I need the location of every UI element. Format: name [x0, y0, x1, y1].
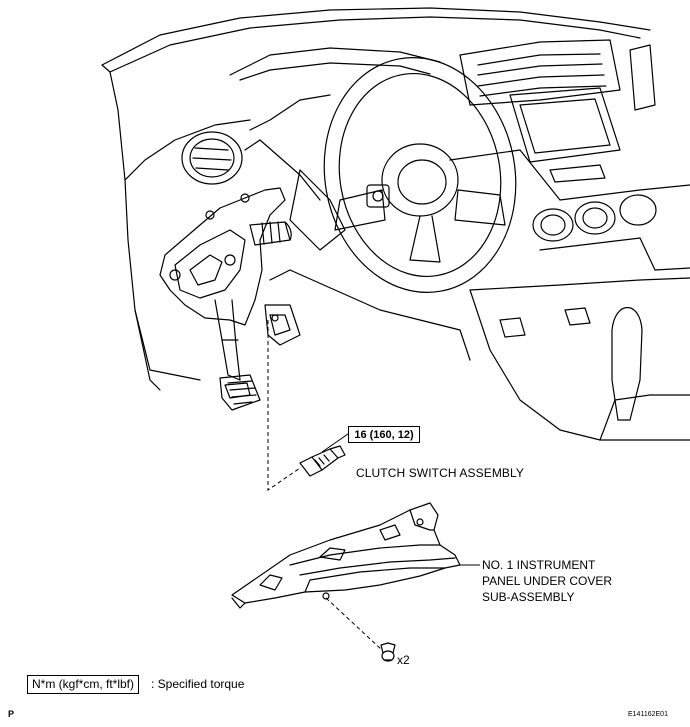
instrument-panel-line-1: NO. 1 INSTRUMENT: [482, 558, 596, 572]
steering-switch: [366, 184, 390, 208]
instrument-panel-label: NO. 1 INSTRUMENT PANEL UNDER COVER SUB-A…: [482, 557, 612, 605]
figure-id: E141162E01: [628, 711, 668, 718]
quantity-label: x2: [397, 653, 410, 667]
instrument-panel-line-3: SUB-ASSEMBLY: [482, 590, 575, 604]
dashboard-outline: [101, 7, 651, 66]
steering-hub: [381, 143, 459, 217]
clutch-switch-label: CLUTCH SWITCH ASSEMBLY: [356, 466, 525, 480]
center-vent: [459, 39, 621, 106]
torque-leader: [321, 433, 349, 453]
steering-wheel: [323, 57, 517, 293]
page-code: P: [8, 709, 15, 719]
torque-value-box: 16 (160, 12): [348, 426, 420, 443]
pedal-bracket: [159, 187, 286, 326]
switch-guide: [267, 320, 301, 491]
legend-torque-unit-box: N*m (kgf*cm, ft*lbf): [27, 675, 140, 694]
shift-lever: [611, 306, 643, 421]
switch-bracket: [264, 304, 301, 346]
left-air-vent: [181, 131, 243, 185]
display-screen: [509, 87, 621, 163]
clutch-switch-part: [299, 445, 346, 477]
instrument-panel-line-2: PANEL UNDER COVER: [482, 574, 613, 588]
clip-guide: [325, 597, 383, 651]
clutch-pedal-pad: [219, 374, 261, 411]
under-cover-part: [231, 502, 461, 609]
steering-column: [289, 169, 346, 251]
center-console: [469, 277, 690, 291]
clip-part: [380, 642, 396, 662]
meter-hood: [229, 47, 441, 76]
legend-description: : Specified torque: [151, 677, 245, 691]
